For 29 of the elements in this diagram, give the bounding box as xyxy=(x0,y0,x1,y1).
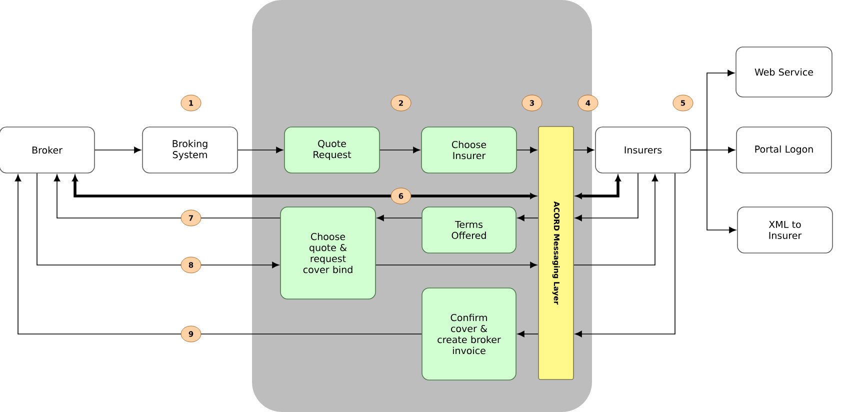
process-box: Quote Request xyxy=(284,126,380,174)
arrow xyxy=(94,146,142,154)
arrow xyxy=(14,174,422,334)
entity-box: Insurers xyxy=(595,126,691,174)
process-box: Confirm cover & create broker invoice xyxy=(422,288,516,380)
arrow xyxy=(574,174,658,266)
arrow xyxy=(517,214,538,222)
arrow xyxy=(376,262,538,268)
entity-box: XML to Insurer xyxy=(737,206,833,254)
entity-box: Portal Logon xyxy=(736,126,832,174)
arrow xyxy=(574,173,676,338)
arrow xyxy=(574,146,594,154)
arrow xyxy=(54,174,280,218)
arrow xyxy=(517,330,538,338)
entity-box: Broking System xyxy=(142,126,238,174)
arrow xyxy=(376,214,422,222)
process-box: Choose quote & request cover bind xyxy=(280,206,376,300)
arrow xyxy=(72,175,536,199)
entity-box: Web Service xyxy=(736,46,832,98)
arrow xyxy=(36,173,280,268)
entity-box: Broker xyxy=(0,126,95,174)
arrow xyxy=(380,146,420,154)
arrow xyxy=(690,150,736,234)
process-box: Terms Offered xyxy=(422,206,516,254)
arrow xyxy=(576,175,621,199)
arrow xyxy=(516,146,538,154)
arrow xyxy=(574,173,638,222)
process-box: Choose Insurer xyxy=(421,126,517,174)
arrow xyxy=(238,146,284,154)
